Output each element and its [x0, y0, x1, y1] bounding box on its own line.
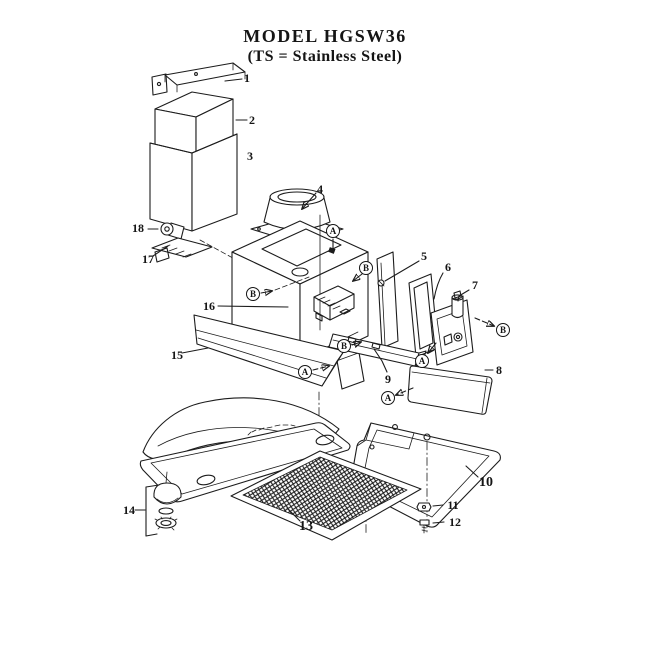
lamp-assembly — [145, 471, 182, 537]
model-title: MODEL HGSW36 — [243, 26, 407, 46]
chimney-bracket — [151, 62, 246, 96]
fastener-ref-b-3: B — [337, 339, 351, 353]
grease-filter — [230, 450, 422, 541]
fastener-ref-a-3: A — [298, 365, 312, 379]
chimney-lower-section — [149, 133, 238, 232]
callout-12: 12 — [449, 515, 461, 529]
fastener-leader-lines — [260, 238, 494, 395]
callout-3: 3 — [247, 149, 253, 163]
callout-leader-lines — [134, 78, 494, 524]
callout-5: 5 — [421, 249, 427, 263]
callout-15: 15 — [171, 348, 183, 362]
fastener-ref-b-2: B — [246, 287, 260, 301]
callout-13: 13 — [299, 519, 313, 534]
callout-6: 6 — [445, 260, 451, 274]
fastener-ref-a-2: A — [415, 354, 429, 368]
callout-8: 8 — [496, 363, 502, 377]
diagram-title: MODEL HGSW36 (TS = Stainless Steel) — [0, 26, 650, 66]
callout-17: 17 — [142, 252, 154, 266]
control-assembly — [328, 251, 474, 367]
blower-motor-cluster — [313, 285, 365, 390]
callout-7: 7 — [472, 278, 478, 292]
callout-18: 18 — [132, 221, 144, 235]
wiring-cover — [407, 365, 493, 415]
callout-16: 16 — [203, 299, 215, 313]
fastener-ref-b-4: B — [496, 323, 510, 337]
model-subtitle: (TS = Stainless Steel) — [247, 48, 403, 65]
callout-4: 4 — [317, 182, 323, 196]
fastener-ref-b-1: B — [359, 261, 373, 275]
callout-2: 2 — [249, 113, 255, 127]
duct-collar — [250, 188, 344, 244]
callout-14: 14 — [123, 503, 135, 517]
callout-11: 11 — [447, 498, 459, 512]
callout-9: 9 — [385, 372, 391, 386]
fastener-ref-a-4: A — [381, 391, 395, 405]
callout-1: 1 — [244, 71, 250, 85]
fastener-ref-a-1: A — [326, 224, 340, 238]
wall-clip-and-bracket — [151, 222, 263, 275]
callout-10: 10 — [479, 475, 493, 490]
